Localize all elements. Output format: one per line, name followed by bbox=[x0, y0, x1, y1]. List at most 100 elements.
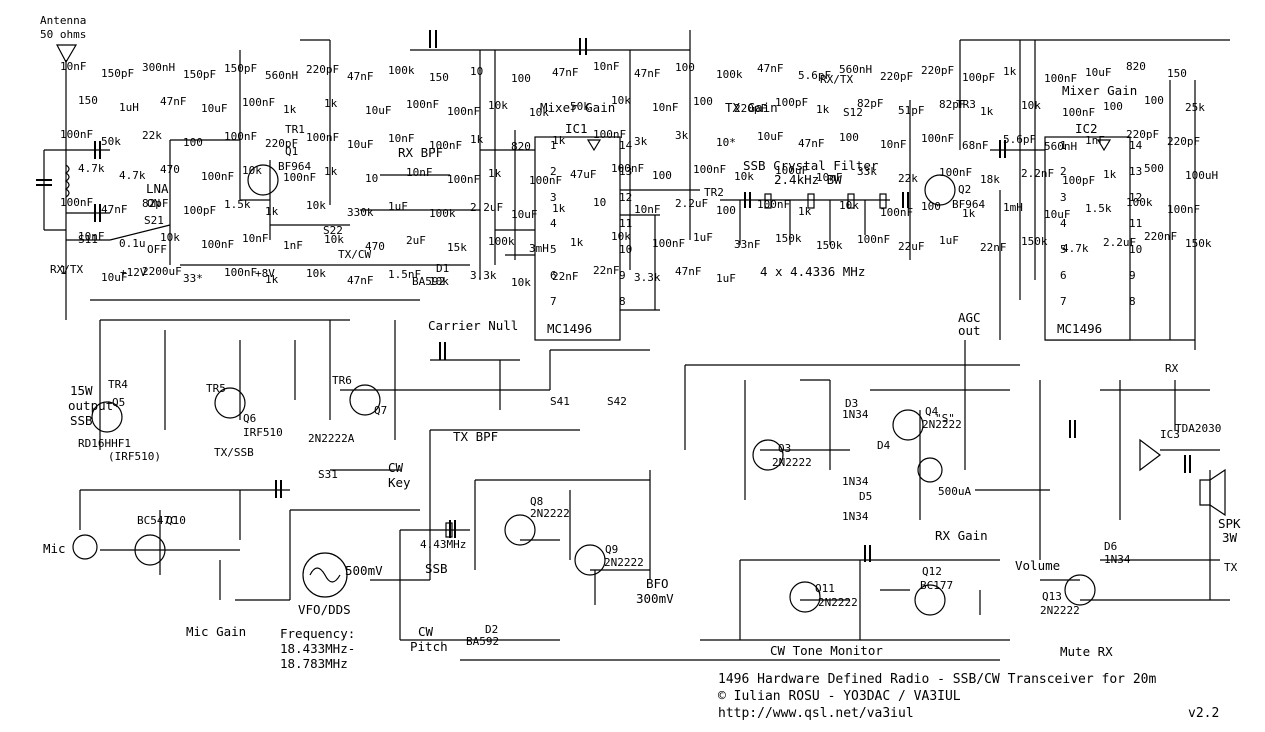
value-label-102: 10nF bbox=[816, 171, 843, 184]
value-label-111: 100uH bbox=[1185, 169, 1218, 182]
value-label-22: 100pF bbox=[962, 71, 995, 84]
section-freq2: 18.783MHz bbox=[280, 656, 348, 671]
value-label-61: 220pF bbox=[265, 137, 298, 150]
value-label-119: 330k bbox=[347, 206, 374, 219]
component-label-37: D2 bbox=[485, 623, 498, 636]
value-label-59: 100 bbox=[183, 136, 203, 149]
section-agc-out: AGC bbox=[958, 310, 981, 325]
component-label-14: 2N2222A bbox=[308, 432, 355, 445]
ic1-pin-9: 9 bbox=[619, 269, 626, 282]
value-label-86: 470 bbox=[160, 163, 180, 176]
ic2-pin-7: 7 bbox=[1060, 295, 1067, 308]
value-label-36: 100nF bbox=[406, 98, 439, 111]
value-label-30: 47nF bbox=[160, 95, 187, 108]
section-spk2: 3W bbox=[1222, 530, 1238, 545]
component-label-9: RD16HHF1 bbox=[78, 437, 131, 450]
section-tx-bpf: TX BPF bbox=[453, 429, 498, 444]
component-label-11: Q6 bbox=[243, 412, 256, 425]
component-label-52: S41 bbox=[550, 395, 570, 408]
component-label-63: TX bbox=[1224, 561, 1238, 574]
value-label-2: 300nH bbox=[142, 61, 175, 74]
value-label-82: 220pF bbox=[1126, 128, 1159, 141]
value-label-64: 10nF bbox=[388, 132, 415, 145]
component-label-58: +8V bbox=[255, 267, 275, 280]
component-label-38: BA592 bbox=[466, 635, 499, 648]
section-xtal: SSB Crystal Filter bbox=[743, 158, 879, 173]
component-label-31: TR5 bbox=[206, 382, 226, 395]
value-label-77: 100nF bbox=[921, 132, 954, 145]
section-freq: Frequency: bbox=[280, 626, 355, 641]
value-label-70: 3k bbox=[634, 135, 648, 148]
value-label-142: 10k bbox=[160, 231, 180, 244]
component-label-8: Q5 bbox=[112, 396, 125, 409]
ic2-pin-4: 4 bbox=[1060, 217, 1067, 230]
section-carrier: Carrier Null bbox=[428, 318, 518, 333]
value-label-40: 50k bbox=[570, 100, 590, 113]
value-label-114: 82pF bbox=[142, 197, 169, 210]
component-label-19: Q10 bbox=[166, 514, 186, 527]
component-label-3: BF964 bbox=[952, 198, 985, 211]
value-label-53: 100 bbox=[1103, 100, 1123, 113]
value-label-63: 10uF bbox=[347, 138, 374, 151]
section-ssb: SSB bbox=[425, 561, 448, 576]
value-label-148: 2uF bbox=[406, 234, 426, 247]
component-label-0: Q1 bbox=[285, 145, 298, 158]
section-cw-pitch2: Pitch bbox=[410, 639, 448, 654]
value-label-180: 22nF bbox=[552, 270, 579, 283]
value-label-146: 10k bbox=[324, 233, 344, 246]
value-label-80: 560nH bbox=[1044, 140, 1077, 153]
value-label-26: 820 bbox=[1126, 60, 1146, 73]
value-label-107: 2.2nF bbox=[1021, 167, 1054, 180]
ic1-pin-12: 12 bbox=[619, 191, 632, 204]
value-label-88: 10k bbox=[242, 164, 262, 177]
value-label-14: 47nF bbox=[634, 67, 661, 80]
ic1-pin-7: 7 bbox=[550, 295, 557, 308]
value-label-34: 1k bbox=[324, 97, 338, 110]
component-label-1: BF964 bbox=[278, 160, 311, 173]
component-label-44: 1N34 bbox=[842, 510, 869, 523]
value-label-52: 100nF bbox=[1062, 106, 1095, 119]
section-agc-out2: out bbox=[958, 323, 981, 338]
ic1-pin-4: 4 bbox=[550, 217, 557, 230]
value-label-173: 1k bbox=[265, 273, 279, 286]
value-label-16: 100k bbox=[716, 68, 743, 81]
value-label-39: 10k bbox=[529, 106, 549, 119]
component-label-65: 500uA bbox=[938, 485, 971, 498]
value-label-94: 1k bbox=[488, 167, 502, 180]
ic1-pin-6: 6 bbox=[550, 269, 557, 282]
ic2-pin-3: 3 bbox=[1060, 191, 1067, 204]
section-freq1: 18.433MHz- bbox=[280, 641, 355, 656]
value-label-7: 47nF bbox=[347, 70, 374, 83]
value-label-156: 33nF bbox=[734, 238, 761, 251]
value-label-177: 10k bbox=[429, 275, 449, 288]
ic2-pin-6: 6 bbox=[1060, 269, 1067, 282]
value-label-128: 100 bbox=[716, 204, 736, 217]
value-label-132: 100nF bbox=[880, 206, 913, 219]
value-label-136: 10uF bbox=[1044, 208, 1071, 221]
value-label-78: 68nF bbox=[962, 139, 989, 152]
value-label-56: 100nF bbox=[60, 128, 93, 141]
section-mute: Mute RX bbox=[1060, 644, 1113, 659]
value-label-95: 100nF bbox=[529, 174, 562, 187]
section-lna: LNA bbox=[146, 181, 169, 196]
value-label-169: 10uF bbox=[101, 271, 128, 284]
value-label-66: 1k bbox=[470, 133, 484, 146]
value-label-103: 33k bbox=[857, 165, 877, 178]
section-mixer2: Mixer Gain bbox=[1062, 83, 1137, 98]
value-label-165: 2.2uF bbox=[1103, 236, 1136, 249]
value-label-154: 100nF bbox=[652, 237, 685, 250]
value-label-28: 150 bbox=[78, 94, 98, 107]
ic2-pin-10: 10 bbox=[1129, 243, 1142, 256]
value-label-69: 100nF bbox=[593, 128, 626, 141]
component-label-2: Q2 bbox=[958, 183, 971, 196]
value-label-133: 100 bbox=[921, 200, 941, 213]
value-label-98: 100 bbox=[652, 169, 672, 182]
component-label-32: TR6 bbox=[332, 374, 352, 387]
value-label-15: 100 bbox=[675, 61, 695, 74]
component-label-45: D6 bbox=[1104, 540, 1117, 553]
component-label-24: BC177 bbox=[920, 579, 953, 592]
value-label-96: 47uF bbox=[570, 168, 597, 181]
value-label-121: 100k bbox=[429, 207, 456, 220]
value-label-81: 1nF bbox=[1085, 134, 1105, 147]
value-label-108: 100pF bbox=[1062, 174, 1095, 187]
